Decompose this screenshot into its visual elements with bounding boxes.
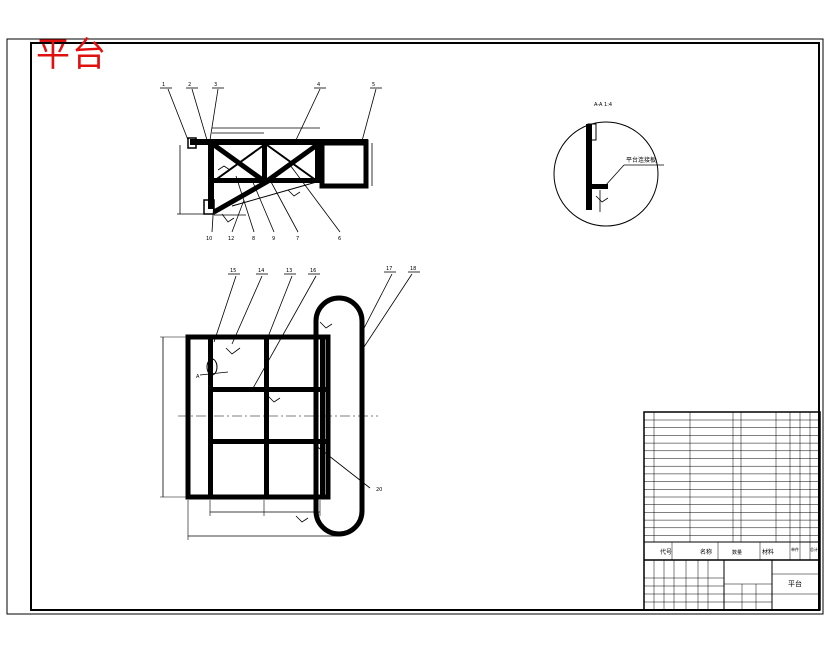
callout-4: 4 [317,82,320,88]
callout-16: 16 [310,268,316,274]
header-code: 代号 [660,548,672,556]
section-mark-a: A [196,374,200,380]
header-name: 名称 [700,548,712,556]
front-view [160,87,382,233]
callout-8: 8 [252,236,255,242]
front-callouts-bottom: 10 12 8 9 7 6 [206,236,341,242]
callout-20: 20 [376,487,382,493]
title-block-text: 代号 名称 数量 材料 单件 总计 平台 [660,546,818,588]
callout-13: 13 [286,268,292,274]
callout-10: 10 [206,236,212,242]
detail-label: A-A 1:4 [594,102,612,108]
drawing-title: 平台 [788,579,802,588]
drawing-stamp-title: 平台 [36,35,108,75]
header-total: 总计 [810,546,818,552]
callout-6: 6 [338,236,341,242]
callout-17: 17 [386,266,392,272]
inner-border [30,42,820,611]
callout-12: 12 [228,236,234,242]
header-unit: 单件 [791,546,799,552]
callout-1: 1 [162,82,165,88]
header-material: 材料 [762,548,774,556]
callout-9: 9 [272,236,275,242]
outer-border [6,38,824,615]
callout-14: 14 [258,268,264,274]
callout-5: 5 [372,82,375,88]
callout-2: 2 [188,82,191,88]
header-qty: 数量 [732,549,742,556]
callout-7: 7 [296,236,299,242]
plan-view [160,271,420,540]
detail-note: 平台连接板 [626,156,656,164]
plan-callouts: 15 14 13 16 17 18 20 A [196,266,416,493]
callout-18: 18 [410,266,416,272]
callout-3: 3 [214,82,217,88]
front-callouts-top: 1 2 3 4 5 [162,82,375,88]
callout-15: 15 [230,268,236,274]
parts-list [643,411,821,611]
detail-view [553,121,664,227]
